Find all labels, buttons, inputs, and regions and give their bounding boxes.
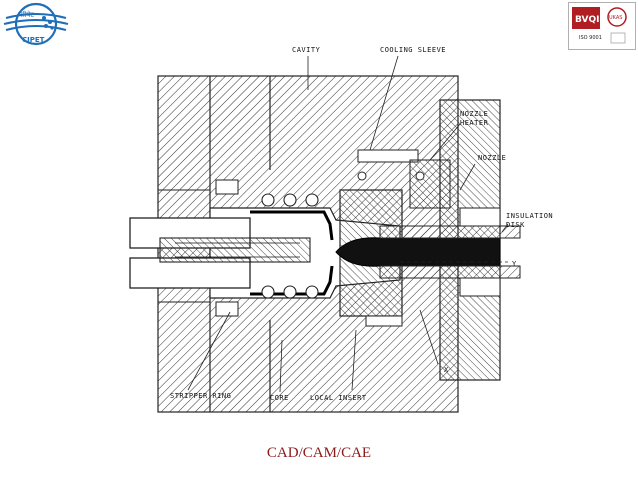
label-stripper-ring: STRIPPER RING bbox=[170, 392, 231, 400]
footer-title: CAD/CAM/CAE bbox=[266, 445, 372, 461]
core-element bbox=[129, 217, 311, 289]
label-cooling-sleeve: COOLING SLEEVE bbox=[380, 46, 446, 54]
mold-cross-section-diagram: CAVITY COOLING SLEEVE NOZZLE HEATER NOZZ… bbox=[100, 40, 560, 414]
cooling-sleeve bbox=[357, 149, 451, 327]
logo-acronym: CIPET bbox=[22, 36, 45, 44]
iso-text: ISO 9001 bbox=[579, 35, 602, 41]
cooling-channels bbox=[261, 193, 319, 299]
ukas-text: UKAS bbox=[609, 15, 622, 21]
label-x: X bbox=[444, 366, 449, 374]
hot-runner-nozzle bbox=[335, 207, 521, 297]
bolt-top bbox=[215, 179, 239, 195]
label-local-insert: LOCAL INSERT bbox=[310, 394, 367, 402]
cipet-logo: सीपेट CIPET bbox=[2, 2, 72, 46]
label-cavity: CAVITY bbox=[292, 46, 321, 54]
label-insulation-1: INSULATION bbox=[506, 212, 553, 220]
label-insulation-2: DISK bbox=[506, 221, 525, 229]
label-core: CORE bbox=[270, 394, 289, 402]
leader-lines bbox=[187, 55, 509, 393]
bvqi-certification-logo: BVQI UKAS ISO 9001 bbox=[568, 2, 636, 50]
logo-script-text: सीपेट bbox=[20, 10, 35, 19]
label-nozzle: NOZZLE bbox=[478, 154, 506, 162]
label-nozzle-heater-1: NOZZLE bbox=[460, 110, 488, 118]
label-y: Y bbox=[512, 260, 517, 268]
bolt-bottom bbox=[215, 301, 239, 317]
label-nozzle-heater-2: HEATER bbox=[460, 119, 489, 127]
bvqi-brand-text: BVQI bbox=[575, 15, 599, 25]
